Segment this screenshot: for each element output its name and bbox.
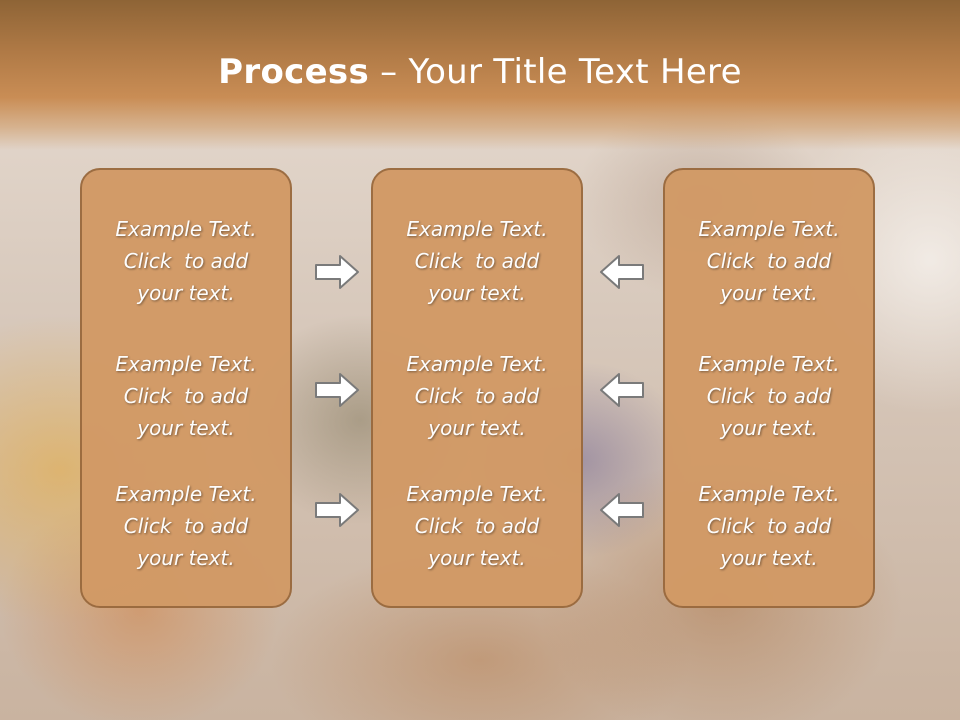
text-line: Click to add — [123, 384, 249, 408]
text-line: Click to add — [414, 249, 540, 273]
title-bold-text: Process — [218, 52, 370, 92]
text-line: your text. — [428, 546, 526, 570]
process-box-right[interactable]: Example Text. Click to add your text. Exam… — [663, 168, 875, 608]
text-line: Example Text. — [115, 217, 257, 241]
arrow-left-icon[interactable] — [598, 370, 646, 410]
text-line: Example Text. — [698, 217, 840, 241]
text-line: your text. — [428, 281, 526, 305]
text-block-center-3[interactable]: Example Text. Click to add your text. — [373, 478, 581, 574]
text-line: your text. — [428, 416, 526, 440]
title-rest-text: – Your Title Text Here — [369, 52, 742, 92]
text-line: Click to add — [706, 514, 832, 538]
arrow-left-icon[interactable] — [598, 490, 646, 530]
text-block-left-3[interactable]: Example Text. Click to add your text. — [82, 478, 290, 574]
text-line: your text. — [137, 416, 235, 440]
text-block-center-1[interactable]: Example Text. Click to add your text. — [373, 213, 581, 309]
text-line: Example Text. — [115, 482, 257, 506]
text-line: your text. — [720, 546, 818, 570]
text-line: Click to add — [706, 249, 832, 273]
text-line: Example Text. — [406, 217, 548, 241]
text-line: your text. — [720, 416, 818, 440]
arrow-right-icon[interactable] — [313, 490, 361, 530]
arrow-right-icon[interactable] — [313, 370, 361, 410]
text-line: Example Text. — [406, 352, 548, 376]
text-line: your text. — [137, 546, 235, 570]
text-line: Click to add — [123, 249, 249, 273]
text-line: your text. — [720, 281, 818, 305]
text-block-left-2[interactable]: Example Text. Click to add your text. — [82, 348, 290, 444]
text-line: your text. — [137, 281, 235, 305]
text-line: Click to add — [123, 514, 249, 538]
arrow-left-icon[interactable] — [598, 252, 646, 292]
text-line: Click to add — [414, 384, 540, 408]
title-band — [0, 0, 960, 150]
text-line: Example Text. — [698, 482, 840, 506]
text-block-right-2[interactable]: Example Text. Click to add your text. — [665, 348, 873, 444]
text-block-right-3[interactable]: Example Text. Click to add your text. — [665, 478, 873, 574]
process-box-center[interactable]: Example Text. Click to add your text. Exam… — [371, 168, 583, 608]
text-line: Example Text. — [406, 482, 548, 506]
arrow-right-icon[interactable] — [313, 252, 361, 292]
slide-title[interactable]: Process – Your Title Text Here — [0, 52, 960, 92]
process-box-left[interactable]: Example Text. Click to add your text. Exam… — [80, 168, 292, 608]
text-block-left-1[interactable]: Example Text. Click to add your text. — [82, 213, 290, 309]
text-block-center-2[interactable]: Example Text. Click to add your text. — [373, 348, 581, 444]
text-block-right-1[interactable]: Example Text. Click to add your text. — [665, 213, 873, 309]
text-line: Click to add — [706, 384, 832, 408]
text-line: Example Text. — [115, 352, 257, 376]
text-line: Example Text. — [698, 352, 840, 376]
text-line: Click to add — [414, 514, 540, 538]
